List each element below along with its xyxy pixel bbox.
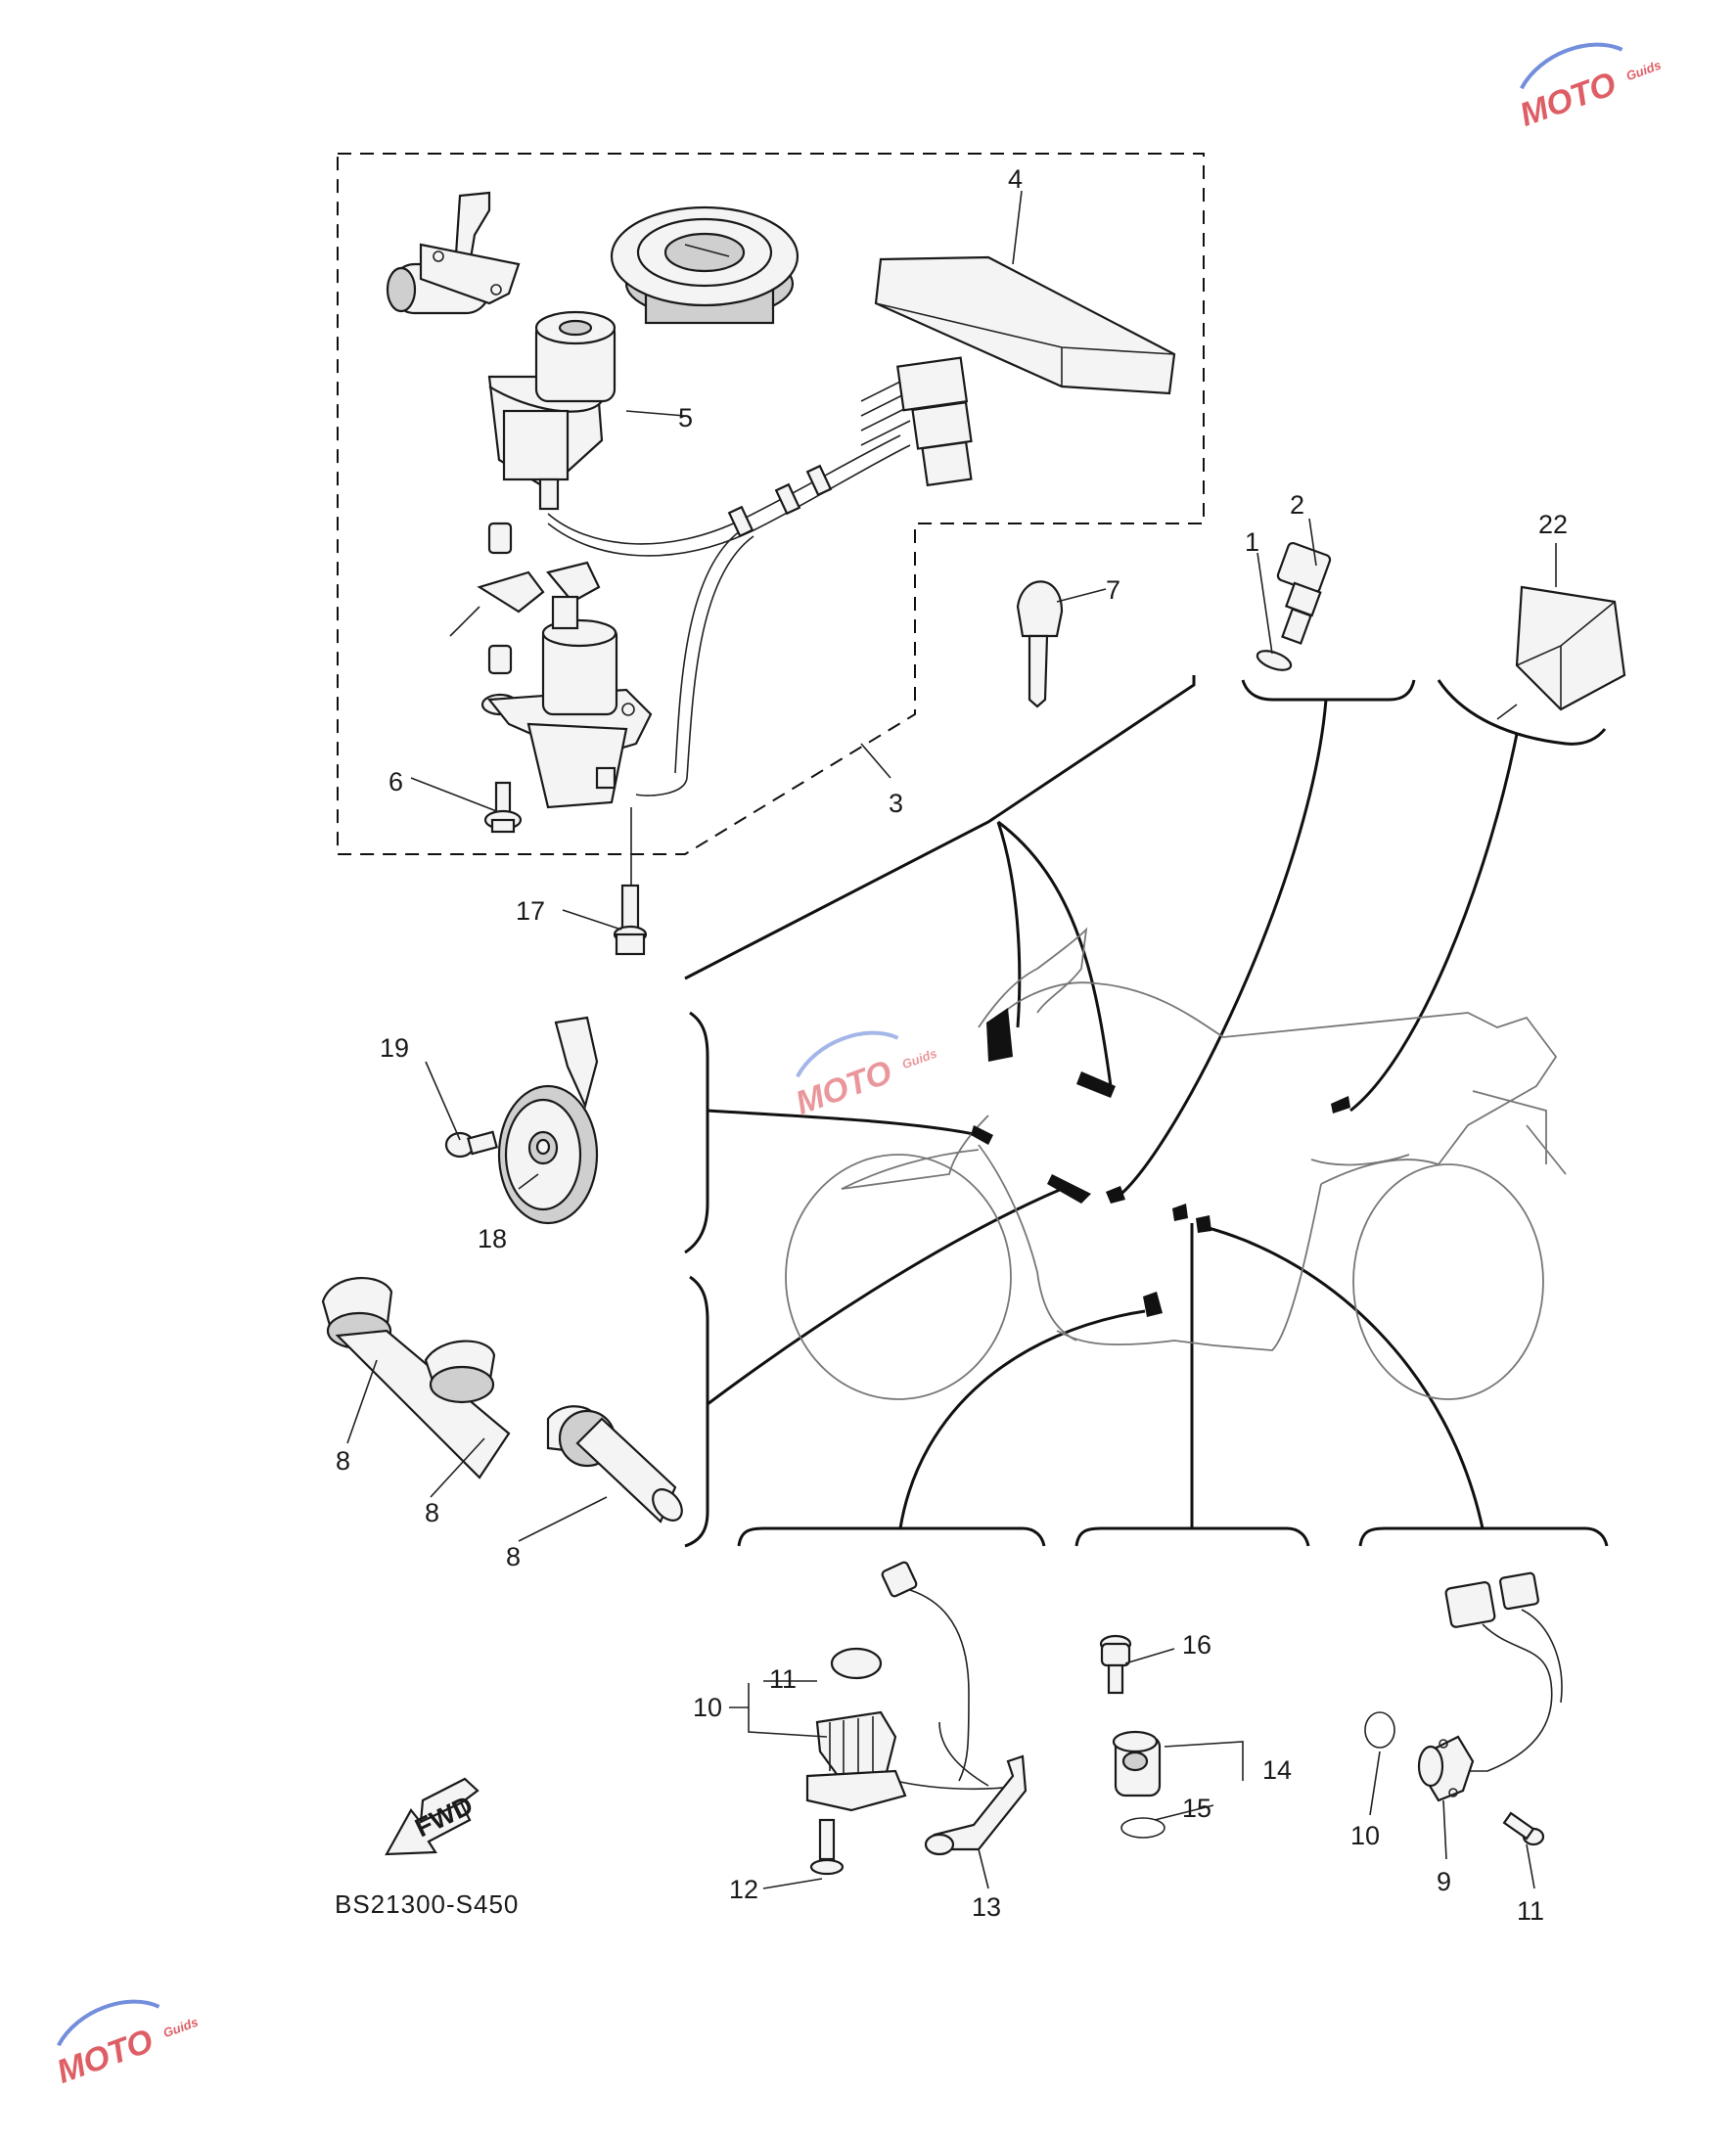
oring-17-part [1120, 1817, 1165, 1839]
bolt-19-part [613, 807, 648, 956]
gasket-1-part [1256, 650, 1293, 671]
bolt-21-part [444, 1130, 498, 1159]
fwd-arrow-icon: FWD [385, 1777, 480, 1856]
callout-22: 22 [1538, 510, 1568, 539]
steering-lock-part [486, 595, 653, 809]
callout-7: 7 [1106, 575, 1120, 605]
sensor-2-part [1276, 541, 1332, 645]
callout-11: 11 [1517, 1896, 1544, 1926]
horn-part [497, 1016, 599, 1225]
watermark-subtext: Guids [161, 2015, 201, 2041]
watermark-top-right: MOTO Guids [1515, 42, 1664, 134]
callout-4: 4 [1008, 164, 1023, 194]
seat-lock-part [386, 191, 521, 315]
bolt-18-part [1099, 1634, 1132, 1695]
speed-sensor-9-part [1417, 1571, 1563, 1802]
motorcycle-silhouette [785, 927, 1567, 1400]
callout-2: 2 [1290, 490, 1304, 520]
callout-17: 15 [1182, 1794, 1211, 1823]
callout-18: 16 [1182, 1630, 1211, 1660]
callout-6: 6 [388, 767, 403, 796]
callout-9: 9 [1437, 1867, 1451, 1896]
callout-8c: 8 [506, 1542, 521, 1571]
relay-22-part [1496, 585, 1626, 720]
callout-8a: 8 [336, 1446, 350, 1476]
watermark-subtext: Guids [900, 1046, 939, 1072]
callout-21: 19 [380, 1033, 409, 1063]
callout-8b: 8 [425, 1498, 439, 1527]
key-7-part [1016, 580, 1064, 708]
watermark-bottom-left: MOTO Guids [52, 1999, 201, 2091]
spark-plug-caps-part [321, 1276, 683, 1524]
callout-10: 10 [1350, 1821, 1380, 1850]
callout-19: 17 [516, 896, 545, 926]
ecu-box-part [874, 255, 1176, 395]
callout-leaders [346, 190, 1557, 1889]
callout-1: 1 [1245, 527, 1259, 557]
callout-14: 12 [729, 1875, 758, 1904]
callout-16: 14 [1262, 1755, 1292, 1785]
bolt-6-part [483, 781, 523, 834]
sensor-16-part [1112, 1730, 1162, 1797]
fuel-tank-cap-part [610, 205, 799, 325]
callout-15: 13 [972, 1892, 1001, 1922]
bolt-14-part [809, 1818, 845, 1876]
watermark-subtext: Guids [1624, 58, 1664, 84]
callout-13: 11 [769, 1664, 797, 1694]
part-location-markers [971, 1008, 1350, 1317]
callout-labels: 4 5 6 3 7 2 1 22 17 19 18 8 8 8 11 10 12… [336, 164, 1568, 1926]
callout-5: 5 [678, 403, 693, 432]
oring-10-part [1364, 1711, 1395, 1749]
callout-12: 10 [693, 1693, 722, 1722]
main-switch-part [487, 310, 973, 796]
callout-20: 18 [478, 1224, 507, 1253]
callout-3: 3 [889, 789, 903, 818]
watermark-center: MOTO Guids [791, 1030, 939, 1122]
crank-sensor-part [805, 1561, 1019, 1812]
diagram-code: BS21300-S450 [335, 1889, 519, 1919]
bolt-11-part [1502, 1811, 1545, 1846]
kit-outline-dashed [337, 153, 1205, 855]
sensor-bracket-15-part [924, 1754, 1028, 1856]
